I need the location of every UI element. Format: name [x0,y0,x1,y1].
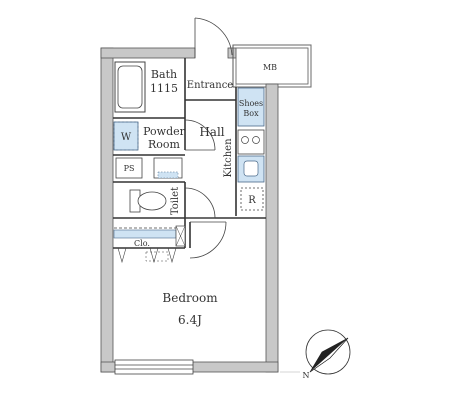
refrigerator [240,187,264,211]
bedroom-size-label: 6.4J [178,313,202,327]
compass-north-label: N [303,371,310,380]
hall-label: Hall [199,125,224,139]
kitchen-stove [237,129,265,155]
closet [113,225,186,264]
shoes-box-label-1: Shoes [239,99,263,108]
ps-label: PS [124,164,135,173]
mb-label: MB [263,63,277,72]
toilet-label: Toilet [170,187,181,215]
bath-size-label: 1115 [150,82,178,95]
powder-room-label-2: Room [148,138,181,151]
bathtub [114,61,146,113]
sink-basin [157,171,179,179]
interior-walls [113,58,266,249]
shoes-box [237,87,265,127]
toilet [129,189,167,213]
bedroom-label: Bedroom [162,291,218,305]
kitchen-label: Kitchen [223,138,234,178]
bottom-window [114,359,194,375]
shoes-box-label-2: Box [243,109,259,118]
compass-circle [305,329,351,375]
closet-label: Clo. [134,239,150,248]
kitchen-sink [237,155,265,183]
washer-label: W [121,132,132,143]
doors [184,17,233,259]
ps-box [115,157,143,179]
bath-label: Bath [151,68,177,81]
washer [113,121,139,151]
entrance-label: Entrance [187,80,234,91]
refrigerator-label: R [248,195,256,206]
compass: N [303,329,351,380]
powder-room-label-1: Powder [143,125,186,138]
